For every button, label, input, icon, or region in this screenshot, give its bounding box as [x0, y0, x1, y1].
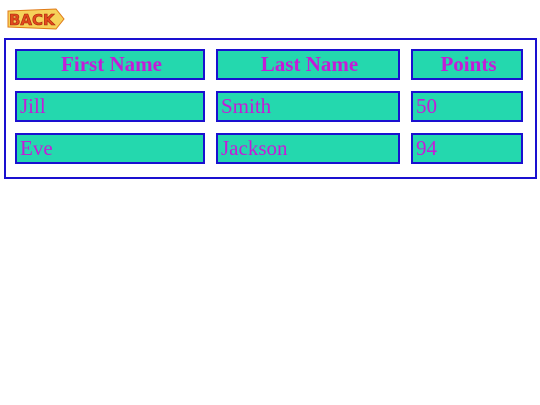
header-first-name: First Name	[15, 49, 205, 80]
logo-text: BACK	[9, 11, 56, 29]
table-header-row: First Name Last Name Points	[15, 49, 523, 80]
cell-points: 50	[411, 91, 523, 122]
header-last-name: Last Name	[216, 49, 400, 80]
back-logo: BACK	[6, 7, 66, 31]
logo-graphic: BACK	[7, 8, 65, 30]
cell-points: 94	[411, 133, 523, 164]
table-row: Jill Smith 50	[15, 91, 523, 122]
cell-first-name: Eve	[15, 133, 205, 164]
cell-first-name: Jill	[15, 91, 205, 122]
data-table-container: First Name Last Name Points Jill Smith 5…	[4, 38, 537, 179]
header-points: Points	[411, 49, 523, 80]
data-table: First Name Last Name Points Jill Smith 5…	[15, 49, 523, 164]
table-row: Eve Jackson 94	[15, 133, 523, 164]
cell-last-name: Smith	[216, 91, 400, 122]
cell-last-name: Jackson	[216, 133, 400, 164]
